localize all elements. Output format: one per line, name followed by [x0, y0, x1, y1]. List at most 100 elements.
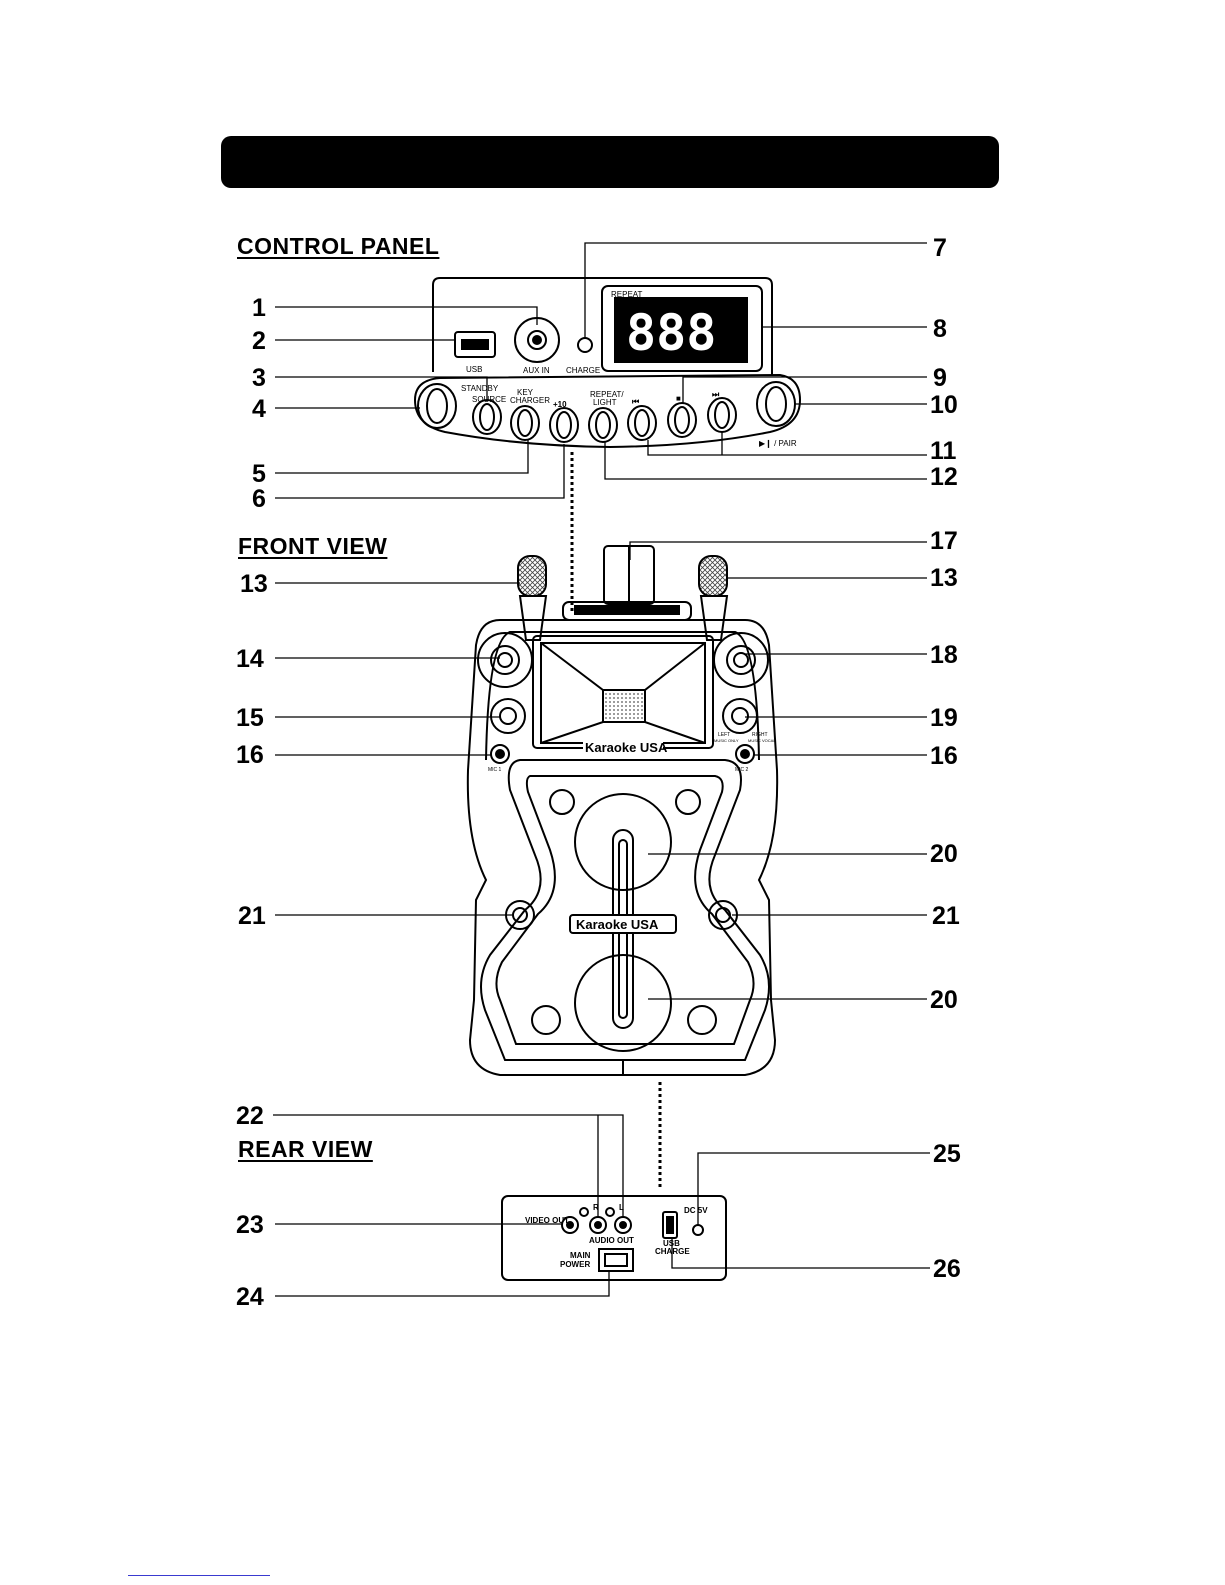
- dc-5v-jack[interactable]: [692, 1224, 704, 1236]
- key-changer-label-2: CHARGER: [510, 396, 550, 405]
- power-label: POWER: [560, 1260, 590, 1269]
- usb-charge-port[interactable]: [662, 1211, 678, 1239]
- video-out-jack[interactable]: [561, 1216, 579, 1234]
- callout-23: 23: [236, 1211, 264, 1239]
- callout-25: 25: [933, 1140, 961, 1168]
- next-label: ⏭: [712, 390, 720, 399]
- aux-in-label: AUX IN: [523, 366, 550, 375]
- callout-1: 1: [252, 294, 266, 322]
- music-vocal-label: MUSIC VOCAL: [748, 738, 776, 743]
- r-label: R: [593, 1203, 599, 1212]
- mic2-jack[interactable]: [735, 744, 755, 764]
- play-pair-label: ▶❙ / PAIR: [759, 439, 797, 448]
- callout-24: 24: [236, 1283, 264, 1311]
- repeat-light-button[interactable]: [588, 407, 618, 443]
- source-button[interactable]: [472, 399, 502, 435]
- plus10-button[interactable]: [549, 407, 579, 443]
- callout-6: 6: [252, 485, 266, 513]
- stop-label: ■: [676, 394, 681, 403]
- prev-button[interactable]: [627, 405, 657, 441]
- led-display: [614, 297, 748, 363]
- usb-label: USB: [466, 365, 482, 374]
- video-out-label: VIDEO OUT: [525, 1216, 569, 1225]
- charge-led: [577, 337, 593, 353]
- mic-left[interactable]: [517, 555, 547, 597]
- rear-view-title: REAR VIEW: [238, 1136, 373, 1162]
- front-view-unit: [466, 452, 779, 1190]
- logo-center: Karaoke USA: [576, 917, 659, 932]
- callout-16-left: 16: [236, 741, 264, 769]
- l-label: L: [619, 1203, 624, 1212]
- callout-11: 11: [930, 437, 957, 465]
- charge-label-rear: CHARGE: [655, 1247, 690, 1256]
- callout-20-lower: 20: [930, 986, 958, 1014]
- callout-17: 17: [930, 527, 958, 555]
- repeat-light-label-2: LIGHT: [593, 398, 617, 407]
- front-view-title: FRONT VIEW: [238, 533, 388, 559]
- callout-19: 19: [930, 704, 958, 732]
- display-repeat-label: REPEAT: [611, 290, 643, 299]
- prev-label: ⏮: [632, 397, 639, 406]
- callout-21-left: 21: [238, 902, 266, 930]
- callout-13-right: 13: [930, 564, 958, 592]
- leader-lines: [273, 242, 930, 1297]
- control-panel: [413, 277, 802, 449]
- key-changer-button[interactable]: [510, 405, 540, 441]
- mic1-jack[interactable]: [490, 744, 510, 764]
- rear-panel: [501, 1195, 727, 1281]
- callout-9: 9: [933, 364, 947, 392]
- mic2-label: MIC 2: [735, 767, 749, 773]
- main-power-switch[interactable]: [598, 1248, 634, 1272]
- left-label: LEFT: [718, 732, 730, 738]
- callout-4: 4: [252, 395, 266, 423]
- usb-port[interactable]: [454, 331, 496, 358]
- audio-out-label: AUDIO OUT: [589, 1236, 634, 1245]
- callout-numbers: 1 2 3 4 5 6 7 8 9 10 11 12 13 13 14 15 1…: [236, 234, 961, 1311]
- music-only-label: MUSIC ONLY: [714, 738, 739, 743]
- footer-link-underline: [128, 1575, 270, 1576]
- next-button[interactable]: [707, 397, 737, 433]
- header-bar: [221, 136, 999, 188]
- speaker-lower: [574, 954, 672, 1052]
- callout-14: 14: [236, 645, 264, 673]
- display-frame: [601, 285, 763, 372]
- callout-3: 3: [252, 364, 266, 392]
- callout-7: 7: [933, 234, 947, 262]
- dc5v-label: DC 5V: [684, 1206, 708, 1215]
- callout-22: 22: [236, 1102, 264, 1130]
- main-label: MAIN: [570, 1251, 591, 1260]
- speaker-upper: [574, 793, 672, 891]
- play-pair-knob[interactable]: [756, 381, 796, 427]
- callout-10: 10: [930, 391, 958, 419]
- standby-knob[interactable]: [417, 383, 457, 429]
- callout-18: 18: [930, 641, 958, 669]
- repeat-light-label: REPEAT/: [590, 390, 624, 399]
- body-outline: [466, 619, 779, 1076]
- echo-knob[interactable]: [490, 698, 526, 734]
- plus10-label: +10: [553, 400, 567, 409]
- mic-vol-knob[interactable]: [477, 632, 533, 688]
- stop-button[interactable]: [667, 402, 697, 438]
- mic1-label: MIC 1: [488, 767, 502, 773]
- standby-label: STANDBY: [461, 384, 499, 393]
- control-panel-title: CONTROL PANEL: [237, 233, 440, 259]
- right-label: RIGHT: [752, 732, 768, 738]
- callout-5: 5: [252, 460, 266, 488]
- master-vol-knob[interactable]: [713, 632, 769, 688]
- mic-right[interactable]: [698, 555, 728, 597]
- callout-12: 12: [930, 463, 958, 491]
- callout-21-right: 21: [932, 902, 960, 930]
- callout-15: 15: [236, 704, 264, 732]
- callout-20-upper: 20: [930, 840, 958, 868]
- callout-2: 2: [252, 327, 266, 355]
- logo-top: Karaoke USA: [585, 740, 668, 755]
- callout-26: 26: [933, 1255, 961, 1283]
- callout-8: 8: [933, 315, 947, 343]
- key-changer-label: KEY: [517, 388, 534, 397]
- speaker-frame: [480, 759, 770, 1061]
- display-digits: 888: [626, 304, 716, 362]
- callout-16-right: 16: [930, 742, 958, 770]
- source-label: SOURCE: [472, 395, 506, 404]
- balance-knob[interactable]: [722, 698, 758, 734]
